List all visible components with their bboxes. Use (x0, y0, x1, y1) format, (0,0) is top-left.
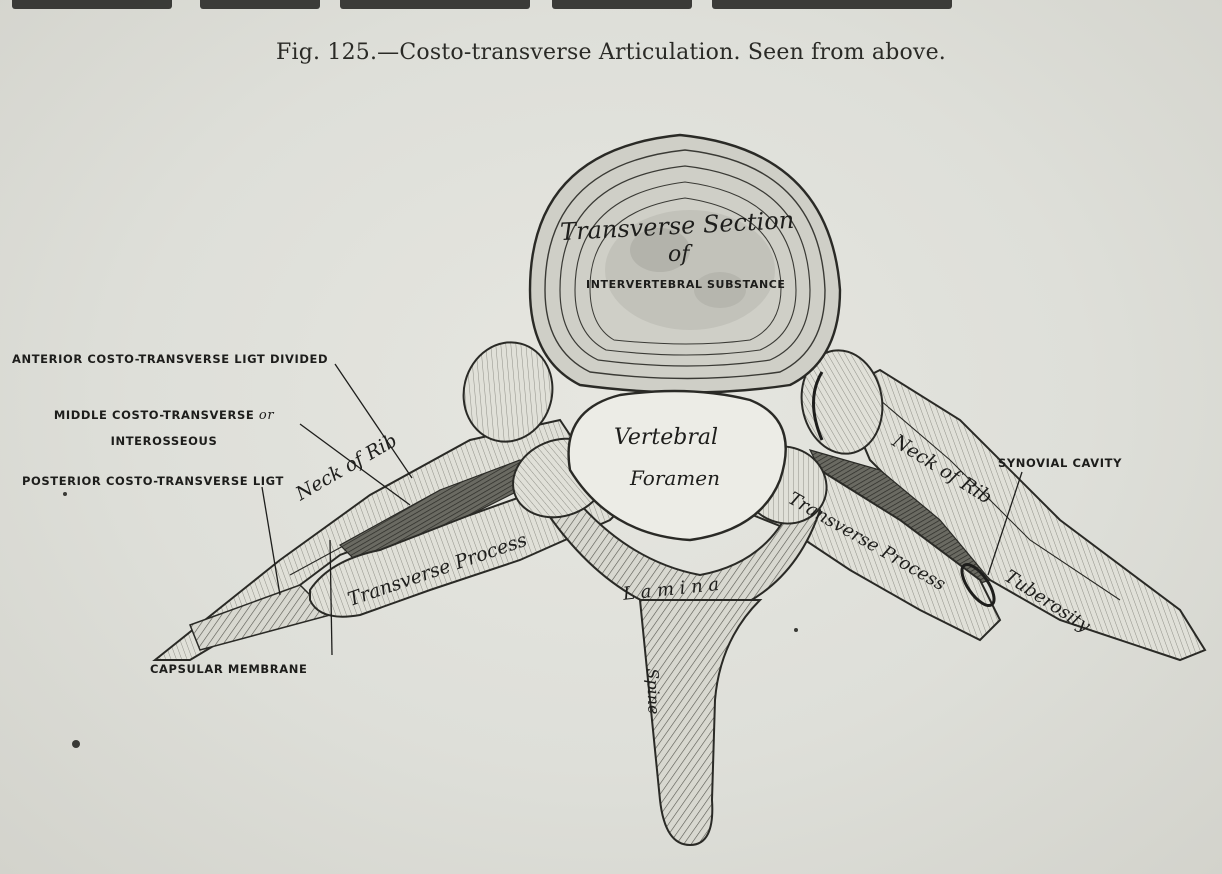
label-foramen: Foramen (630, 466, 720, 490)
label-capsular-membrane: CAPSULAR MEMBRANE (150, 662, 307, 676)
spinous-process (640, 600, 760, 845)
label-posterior-ligt: POSTERIOR COSTO-TRANSVERSE LIGT (22, 474, 284, 488)
label-middle-ligt: MIDDLE COSTO-TRANSVERSE or (28, 408, 300, 423)
label-intervertebral-substance: INTERVERTEBRAL SUBSTANCE (586, 278, 786, 291)
label-synovial-cavity: SYNOVIAL CAVITY (998, 456, 1122, 470)
page-speck (794, 628, 798, 632)
label-interosseous: INTEROSSEOUS (28, 434, 300, 448)
label-of: of (668, 242, 689, 267)
label-middle-ligt-or: or (259, 408, 274, 423)
label-middle-ligt-text: MIDDLE COSTO-TRANSVERSE (54, 408, 254, 422)
label-vertebral: Vertebral (614, 425, 718, 450)
page-speck (72, 740, 80, 748)
label-anterior-ligt: ANTERIOR COSTO-TRANSVERSE LIGT DIVIDED (12, 352, 328, 366)
label-spine: Spine (643, 668, 664, 715)
page-speck (63, 492, 67, 496)
